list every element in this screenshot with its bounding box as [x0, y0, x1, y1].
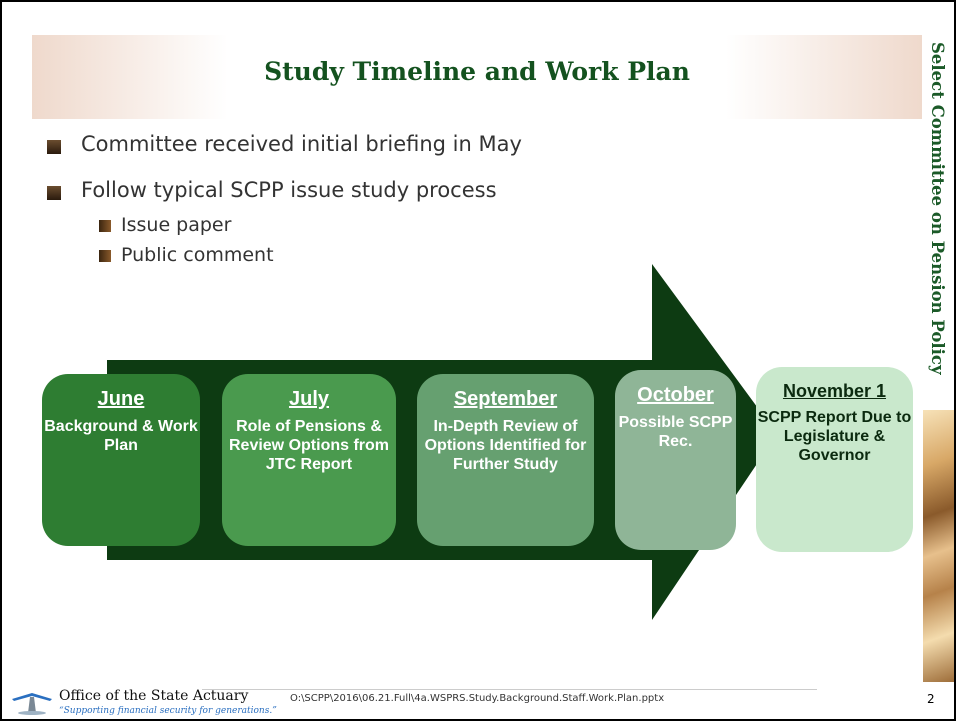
bullet-text: Committee received initial briefing in M… [81, 132, 522, 156]
side-photo-image [923, 410, 954, 682]
sub-bullet-text: Public comment [121, 244, 274, 266]
timeline-desc: SCPP Report Due to Legislature & Governo… [757, 409, 912, 464]
timeline-box-june: June Background & Work Plan [42, 374, 200, 546]
timeline-box-october: October Possible SCPP Rec. [615, 370, 736, 550]
title-band [32, 35, 922, 119]
sub-bullet-square-icon [99, 220, 111, 232]
bullet-text: Follow typical SCPP issue study process [81, 178, 497, 202]
timeline-desc: Possible SCPP Rec. [618, 414, 733, 450]
office-logo-icon [10, 689, 54, 715]
office-tagline: “Supporting financial security for gener… [59, 706, 277, 716]
page-number: 2 [927, 692, 935, 706]
timeline-month: June [97, 388, 145, 410]
bullet-square-icon [47, 186, 61, 200]
timeline-box-november: November 1 SCPP Report Due to Legislatur… [756, 367, 913, 552]
footer-divider [202, 689, 817, 690]
side-title: Select Committee on Pension Policy [928, 42, 947, 375]
sub-bullet-text: Issue paper [121, 214, 232, 236]
office-name: Office of the State Actuary [59, 688, 249, 704]
timeline-desc: In-Depth Review of Options Identified fo… [424, 418, 587, 473]
timeline-month: November 1 [782, 381, 887, 401]
timeline-desc: Role of Pensions & Review Options from J… [228, 418, 390, 473]
timeline-month: October [637, 384, 714, 406]
timeline-box-july: July Role of Pensions & Review Options f… [222, 374, 396, 546]
sub-bullet-square-icon [99, 250, 111, 262]
timeline-month: September [453, 388, 558, 410]
timeline-box-september: September In-Depth Review of Options Ide… [417, 374, 594, 546]
timeline-month: July [288, 388, 330, 410]
slide-title: Study Timeline and Work Plan [264, 57, 690, 86]
file-path: O:\SCPP\2016\06.21.Full\4a.WSPRS.Study.B… [290, 693, 665, 704]
timeline-desc: Background & Work Plan [44, 418, 198, 454]
bullet-square-icon [47, 140, 61, 154]
